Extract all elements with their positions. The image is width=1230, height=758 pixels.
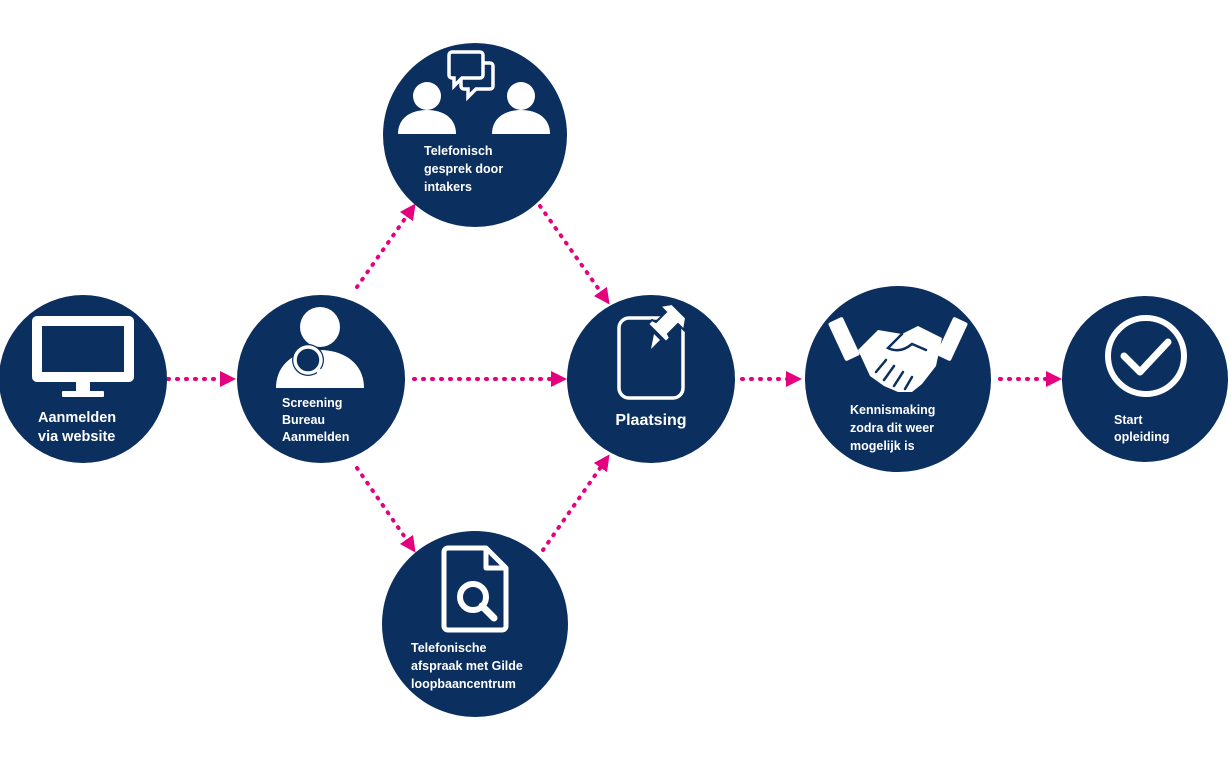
label-line-1: Plaatsing bbox=[615, 412, 686, 429]
arrow-gesprek-to-plaatsing bbox=[538, 204, 610, 305]
label-line-2: zodra dit weer bbox=[850, 421, 934, 435]
node-aanmelden: Aanmelden via website bbox=[0, 295, 167, 463]
label-line-2: via website bbox=[38, 429, 115, 445]
label-line-2: Bureau bbox=[282, 413, 325, 427]
label-line-1: Screening bbox=[282, 396, 342, 410]
label-line-3: mogelijk is bbox=[850, 439, 915, 453]
node-label: Screening Bureau Aanmelden bbox=[282, 396, 349, 444]
label-line-3: loopbaancentrum bbox=[411, 677, 516, 691]
node-label: Start opleiding bbox=[1114, 413, 1170, 444]
node-label: Kennismaking zodra dit weer mogelijk is bbox=[850, 403, 939, 453]
arrow-screening-to-gesprek bbox=[355, 203, 416, 289]
person-magnifier-icon bbox=[276, 307, 364, 388]
node-circle bbox=[382, 531, 568, 717]
conversation-icon bbox=[398, 50, 550, 134]
node-kennismaking: Kennismaking zodra dit weer mogelijk is bbox=[805, 286, 991, 472]
node-label: Aanmelden via website bbox=[38, 410, 120, 445]
label-line-2: opleiding bbox=[1114, 430, 1170, 444]
label-line-1: Kennismaking bbox=[850, 403, 935, 417]
label-line-1: Aanmelden bbox=[38, 410, 116, 426]
node-screening: Screening Bureau Aanmelden bbox=[237, 295, 405, 463]
label-line-2: afspraak met Gilde bbox=[411, 659, 523, 673]
label-line-1: Start bbox=[1114, 413, 1143, 427]
node-plaatsing: Plaatsing bbox=[567, 295, 735, 463]
pinned-note-icon bbox=[617, 302, 688, 400]
monitor-icon bbox=[32, 316, 134, 397]
edges bbox=[166, 203, 1062, 553]
arrow-afspraak-to-plaatsing bbox=[541, 454, 610, 552]
label-line-1: Telefonisch bbox=[424, 144, 493, 158]
node-circle bbox=[1062, 296, 1228, 462]
label-line-1: Telefonische bbox=[411, 641, 487, 655]
checkmark-circle-icon bbox=[1105, 315, 1187, 397]
label-line-2: gesprek door bbox=[424, 162, 503, 176]
node-label: Telefonisch gesprek door intakers bbox=[424, 144, 507, 194]
node-label: Telefonische afspraak met Gilde loopbaan… bbox=[411, 641, 526, 691]
node-telefonisch-gesprek: Telefonisch gesprek door intakers bbox=[383, 43, 567, 227]
label-line-3: intakers bbox=[424, 180, 472, 194]
node-telefonische-afspraak: Telefonische afspraak met Gilde loopbaan… bbox=[382, 531, 568, 717]
node-circle bbox=[567, 295, 735, 463]
node-label: Plaatsing bbox=[615, 412, 686, 429]
arrow-screening-to-afspraak bbox=[355, 466, 416, 553]
document-search-icon bbox=[441, 545, 509, 633]
node-start: Start opleiding bbox=[1062, 296, 1228, 462]
handshake-icon bbox=[828, 317, 968, 392]
label-line-3: Aanmelden bbox=[282, 430, 349, 444]
